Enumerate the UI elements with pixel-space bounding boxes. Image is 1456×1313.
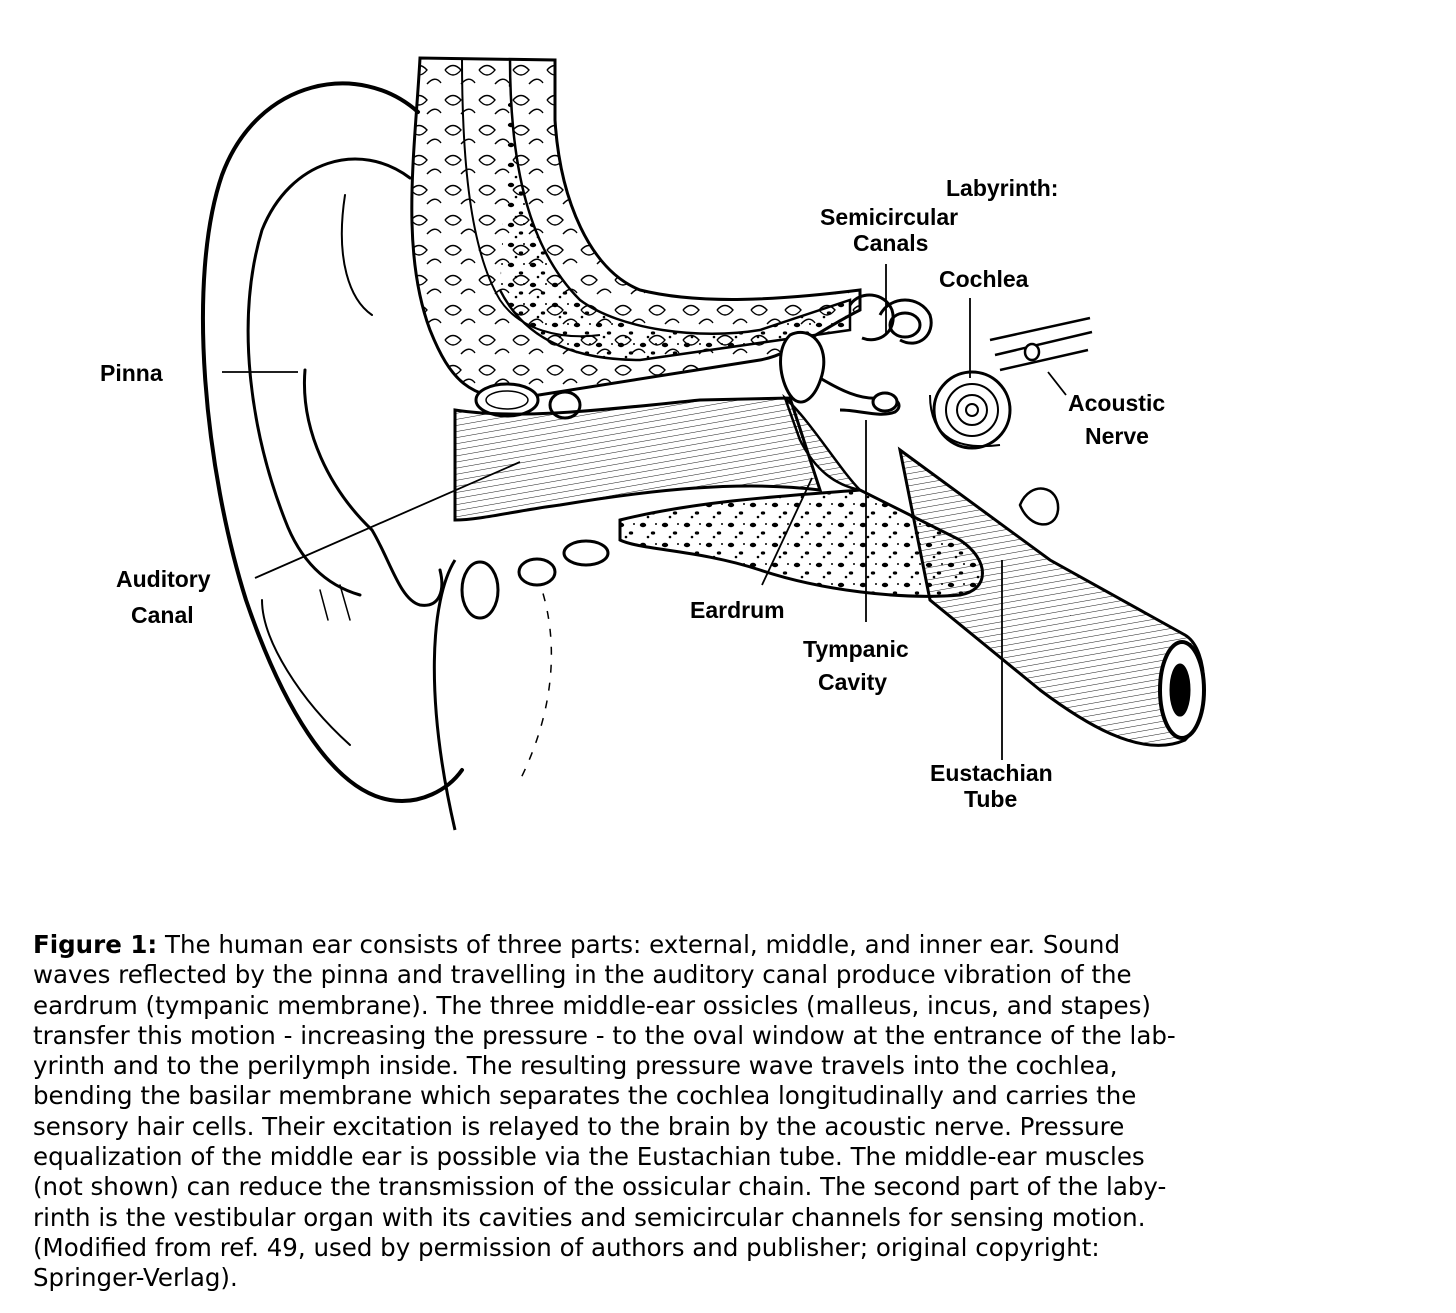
label-cochlea: Cochlea xyxy=(939,266,1029,292)
label-tympanic: Tympanic xyxy=(803,636,909,662)
label-labyrinth: Labyrinth: xyxy=(946,175,1058,201)
eustachian-tube-drawing xyxy=(897,446,1206,747)
caption-line: transfer this motion - increasing the pr… xyxy=(33,1020,1176,1050)
leader-lines xyxy=(222,264,1067,760)
caption-line: bending the basilar membrane which separ… xyxy=(33,1081,1137,1111)
label-canals: Canals xyxy=(853,230,928,256)
caption-line: waves reflected by the pinna and travell… xyxy=(33,960,1132,990)
label-semicircular: Semicircular xyxy=(820,204,958,230)
label-nerve: Nerve xyxy=(1085,423,1149,449)
label-canal: Canal xyxy=(131,602,194,628)
acoustic-leader xyxy=(1047,371,1067,396)
caption-line: eardrum (tympanic membrane). The three m… xyxy=(33,990,1151,1020)
caption-line: equalization of the middle ear is possib… xyxy=(33,1142,1145,1172)
caption-line-text: The human ear consists of three parts: e… xyxy=(157,930,1120,959)
label-eustachian: Eustachian xyxy=(930,760,1053,786)
caption-line: sensory hair cells. Their excitation is … xyxy=(33,1111,1125,1141)
acoustic-nerve-drawing xyxy=(989,316,1093,526)
label-auditory: Auditory xyxy=(116,566,211,592)
caption-line: (Modified from ref. 49, used by permissi… xyxy=(33,1232,1100,1262)
label-pinna: Pinna xyxy=(100,360,163,386)
label-eardrum: Eardrum xyxy=(690,597,785,623)
caption-label: Figure 1: xyxy=(33,930,158,959)
caption-line: rinth is the vestibular organ with its c… xyxy=(33,1202,1146,1232)
eardrum-drawing xyxy=(782,393,864,493)
figure-caption: Figure 1: The human ear consists of thre… xyxy=(33,930,1433,1294)
caption-line: yrinth and to the perilymph inside. The … xyxy=(33,1051,1118,1081)
ossicles-drawing xyxy=(779,330,901,416)
caption-line: (not shown) can reduce the transmission … xyxy=(33,1172,1167,1202)
labyrinth-drawing xyxy=(848,293,1012,450)
label-acoustic: Acoustic xyxy=(1068,390,1165,416)
label-tube: Tube xyxy=(964,786,1017,812)
caption-line: Springer-Verlag). xyxy=(33,1263,238,1293)
label-cavity: Cavity xyxy=(818,669,887,695)
eardrum-leader xyxy=(761,477,813,586)
pinna-drawing xyxy=(200,81,464,803)
auditory-canal-drawing xyxy=(453,396,823,522)
auditory-canal-leader xyxy=(254,461,521,579)
ear-anatomy-diagram: Labyrinth: Semicircular Canals Cochlea P… xyxy=(100,56,1206,831)
caption-line: Figure 1: The human ear consists of thre… xyxy=(33,930,1433,960)
